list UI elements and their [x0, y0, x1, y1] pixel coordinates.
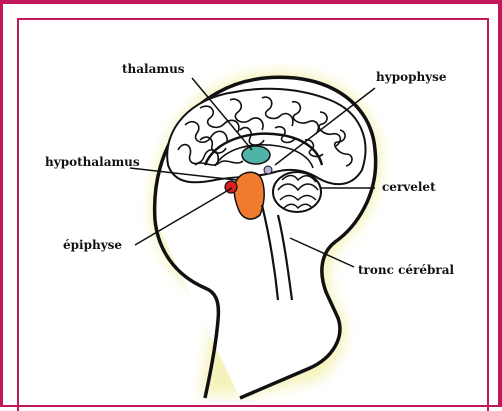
label-tronc-cerebral: tronc cérébral — [358, 263, 454, 277]
hypophyse-region — [264, 166, 272, 174]
label-epiphyse: épiphyse — [63, 238, 122, 252]
label-hypophyse: hypophyse — [376, 70, 447, 84]
label-hypothalamus: hypothalamus — [45, 155, 140, 169]
label-thalamus: thalamus — [122, 62, 185, 76]
cerebellum — [273, 172, 321, 212]
thalamus-region — [242, 146, 270, 164]
label-cervelet: cervelet — [382, 180, 436, 194]
